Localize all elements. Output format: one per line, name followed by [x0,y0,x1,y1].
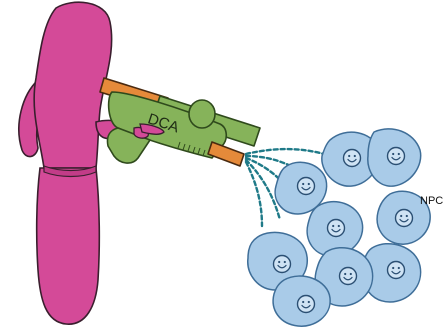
spray-gun: DCA [100,78,260,166]
cell-face-icon [298,178,315,195]
cell-face-icon [298,296,315,313]
figure-upper-body [34,2,112,168]
cell-face-icon [328,220,345,237]
figure-lower-body [37,168,100,324]
gun-knob [189,100,215,128]
cell-face-icon [274,256,291,273]
cell-label: NPC [420,195,443,207]
cell-face-icon [340,268,357,285]
gun-front-nozzle [208,142,244,166]
cell-face-icon [388,148,405,165]
cell-face-icon [344,150,361,167]
cell-face-icon [396,210,413,227]
cell-face-icon [388,262,405,279]
